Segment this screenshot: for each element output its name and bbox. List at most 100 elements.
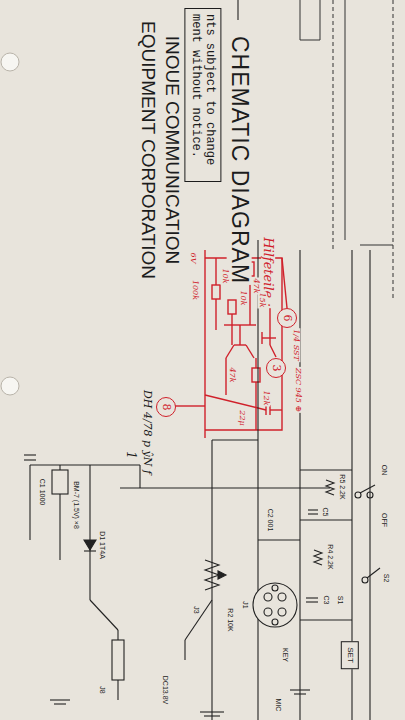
part-label: C2 001 bbox=[266, 508, 274, 533]
schematic-stroke bbox=[54, 703, 66, 704]
part-label: C5 bbox=[321, 507, 329, 518]
punch-holes bbox=[1, 53, 19, 395]
schematic-stroke bbox=[89, 465, 90, 570]
schematic-stroke bbox=[1, 53, 19, 71]
schematic-stroke bbox=[314, 550, 322, 565]
schematic-stroke bbox=[24, 454, 36, 455]
part-label: S1 bbox=[336, 595, 344, 606]
schematic-stroke bbox=[270, 345, 276, 357]
notice-box: nts subject to change ment without notic… bbox=[185, 8, 222, 182]
schematic-stroke bbox=[246, 345, 254, 358]
schematic-stroke bbox=[231, 314, 232, 345]
schematic-stroke bbox=[90, 600, 118, 630]
schematic-stroke bbox=[308, 513, 318, 514]
schematic-stroke bbox=[211, 440, 212, 720]
schematic-stroke bbox=[237, 0, 238, 20]
schematic-stroke bbox=[50, 699, 70, 700]
part-label: D1 1T4A bbox=[98, 530, 106, 560]
schematic-stroke bbox=[272, 585, 278, 591]
schematic-stroke bbox=[278, 593, 286, 601]
schematic-stroke bbox=[84, 550, 96, 551]
schematic-stroke bbox=[204, 250, 205, 438]
handwritten-note: 1/4 SST bbox=[292, 328, 301, 362]
schematic-stroke bbox=[345, 0, 346, 240]
schematic-stroke bbox=[200, 711, 224, 712]
voltage-value: 6V bbox=[189, 252, 198, 265]
schematic-stroke bbox=[215, 258, 216, 285]
part-label: DC13.8V bbox=[161, 675, 169, 705]
capacitor-value: 22µ bbox=[238, 409, 247, 426]
key-box: SET bbox=[341, 641, 359, 669]
handwritten-note: 1 bbox=[123, 450, 136, 460]
part-label: C3 bbox=[322, 595, 330, 606]
schematic-stroke bbox=[367, 568, 380, 578]
schematic-stroke bbox=[1, 377, 19, 395]
schematic-stroke bbox=[205, 560, 219, 590]
schematic-stroke bbox=[300, 0, 320, 40]
schematic-stroke bbox=[212, 439, 258, 440]
handwritten-note: ZSC 945 ⊕ bbox=[294, 367, 303, 413]
schematic-stroke bbox=[175, 405, 205, 406]
schematic-stroke bbox=[369, 250, 370, 720]
schematic-stroke bbox=[272, 619, 278, 625]
switch-label: OFF bbox=[380, 512, 388, 528]
wires bbox=[30, 0, 370, 720]
schematic-stroke bbox=[239, 325, 240, 345]
schematic-stroke bbox=[120, 487, 330, 488]
schematic-stroke bbox=[252, 368, 260, 382]
callout-number: 8 bbox=[156, 397, 176, 417]
schematic-stroke bbox=[282, 258, 287, 308]
callout-text: 8 bbox=[159, 404, 172, 411]
callout-text: 3 bbox=[269, 365, 282, 372]
schematic-stroke bbox=[215, 299, 216, 330]
schematic-stroke bbox=[270, 409, 282, 410]
resistor-value: 10k bbox=[221, 267, 230, 284]
diagram-title: CHEMATIC DIAGRAM bbox=[226, 35, 251, 285]
schematic-stroke bbox=[306, 597, 318, 598]
callout-text: 6 bbox=[280, 315, 293, 322]
schematic-stroke bbox=[184, 640, 185, 660]
callout-number: 6 bbox=[277, 308, 297, 328]
schematic-stroke bbox=[255, 358, 256, 368]
schematic-stroke bbox=[30, 464, 140, 465]
handwritten-note: DH 4/78 p ŷN f bbox=[141, 389, 153, 475]
box-text: nts subject to change ment without notic… bbox=[189, 14, 218, 176]
schematic-stroke bbox=[264, 608, 272, 616]
box-text: SET bbox=[345, 647, 355, 663]
schematic-stroke bbox=[52, 470, 68, 494]
part-label: J1 bbox=[241, 600, 249, 609]
schematic-stroke bbox=[264, 593, 272, 601]
schematic-stroke bbox=[300, 0, 301, 40]
schematic-stroke bbox=[29, 465, 30, 540]
callout-number: 3 bbox=[266, 358, 286, 378]
schematic-stroke bbox=[84, 540, 96, 550]
part-label: R2 10K bbox=[226, 607, 234, 632]
schematic-stroke bbox=[205, 395, 266, 410]
part-label: BM-7 (1.5V) ×8 bbox=[72, 480, 80, 530]
schematic-stroke bbox=[393, 0, 394, 300]
part-label: R5 2.2K bbox=[338, 473, 346, 500]
schematic-stroke bbox=[218, 571, 226, 579]
schematic-stroke bbox=[306, 601, 318, 602]
part-label: S2 bbox=[382, 573, 390, 584]
page-frame bbox=[300, 0, 393, 300]
company-name: EQUIPMENT CORPORATION bbox=[138, 20, 159, 280]
schematic-stroke bbox=[226, 345, 234, 358]
symbols bbox=[24, 455, 380, 716]
schematic-stroke bbox=[234, 344, 246, 345]
schematic-stroke bbox=[360, 485, 375, 493]
schematic-stroke bbox=[258, 539, 300, 540]
schematic-stroke bbox=[257, 240, 258, 720]
part-label: MIC bbox=[274, 698, 282, 713]
resistor-value: 12k bbox=[262, 389, 271, 406]
schematic-stroke bbox=[290, 689, 310, 690]
schematic-stroke bbox=[300, 519, 352, 520]
schematic-stroke bbox=[204, 715, 220, 716]
resistor-value: 100k bbox=[191, 279, 200, 301]
resistor-value: 47k bbox=[252, 277, 261, 294]
schematic-stroke bbox=[294, 693, 306, 694]
schematic-stroke bbox=[299, 250, 300, 720]
schematic-stroke bbox=[253, 583, 297, 627]
schematic-stroke bbox=[367, 492, 373, 498]
